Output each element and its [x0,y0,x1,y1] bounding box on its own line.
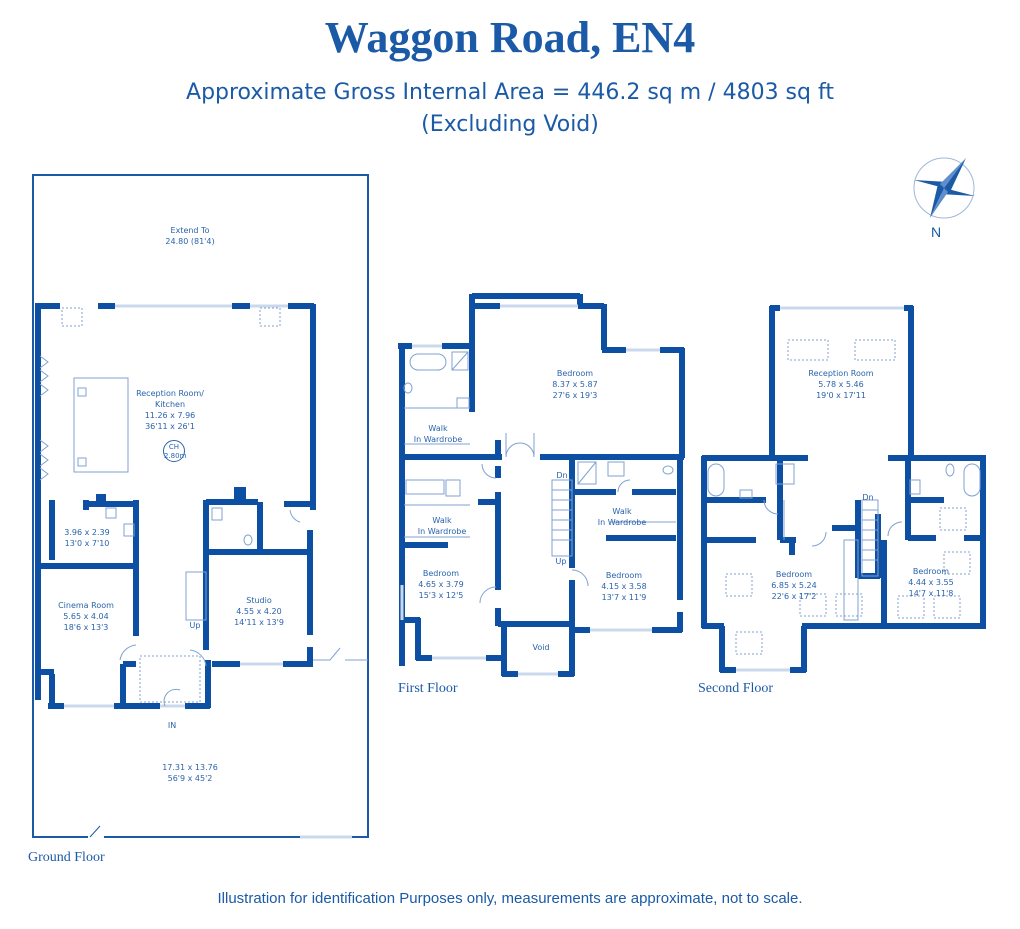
room-label-reception-kitchen: Reception Room/ Kitchen 11.26 x 7.96 36'… [136,389,204,431]
compass-north-label: N [931,224,942,240]
disclaimer: Illustration for identification Purposes… [217,890,803,907]
room-label-front-garden: 17.31 x 13.76 56'9 x 45'2 [162,763,218,783]
stairs-dn-label: Dn [556,471,568,480]
second-floor-plan [701,305,986,673]
room-label-wardrobe-1: Walk In Wardrobe [413,424,463,444]
ceiling-height-badge: CH 2.80m [163,440,186,462]
room-label-bedroom-right: Bedroom 4.15 x 3.58 13'7 x 11'9 [601,571,647,602]
room-label-cinema: Cinema Room 5.65 x 4.04 18'6 x 13'3 [58,601,114,632]
room-label-bedroom-left: Bedroom 4.65 x 3.79 15'3 x 12'5 [418,569,464,600]
property-title: Waggon Road, EN4 [324,13,696,62]
room-label-reception-second: Reception Room 5.78 x 5.46 19'0 x 17'11 [808,369,874,400]
stairs-dn-label-second: Dn [862,493,874,502]
compass-rose-icon [913,157,975,219]
ground-floor-label: Ground Floor [28,850,105,865]
room-label-main-bedroom: Bedroom 8.37 x 5.87 27'6 x 19'3 [552,369,598,400]
stairs-up-label-first: Up [555,557,567,566]
room-label-bedroom-second-right: Bedroom 4.44 x 3.55 14'7 x 11'8 [908,567,954,598]
entrance-label: IN [167,721,177,730]
room-label-studio: Studio 4.55 x 4.20 14'11 x 13'9 [234,596,284,627]
first-floor-label: First Floor [398,681,458,696]
second-floor-label: Second Floor [698,681,774,696]
room-label-bedroom-second-left: Bedroom 6.85 x 5.24 22'6 x 17'2 [771,570,817,601]
area-note: (Excluding Void) [421,112,599,137]
room-label-wardrobe-3: Walk In Wardrobe [597,507,647,527]
first-floor-plan [398,293,685,677]
gross-internal-area: Approximate Gross Internal Area = 446.2 … [186,80,834,105]
stairs-up-label: Up [189,621,201,630]
room-label-utility: 3.96 x 2.39 13'0 x 7'10 [64,528,110,548]
room-label-wardrobe-2: Walk In Wardrobe [417,516,467,536]
room-label-extend: Extend To 24.80 (81'4) [165,226,215,246]
ground-floor-plan [32,174,369,839]
room-label-void: Void [532,643,550,652]
